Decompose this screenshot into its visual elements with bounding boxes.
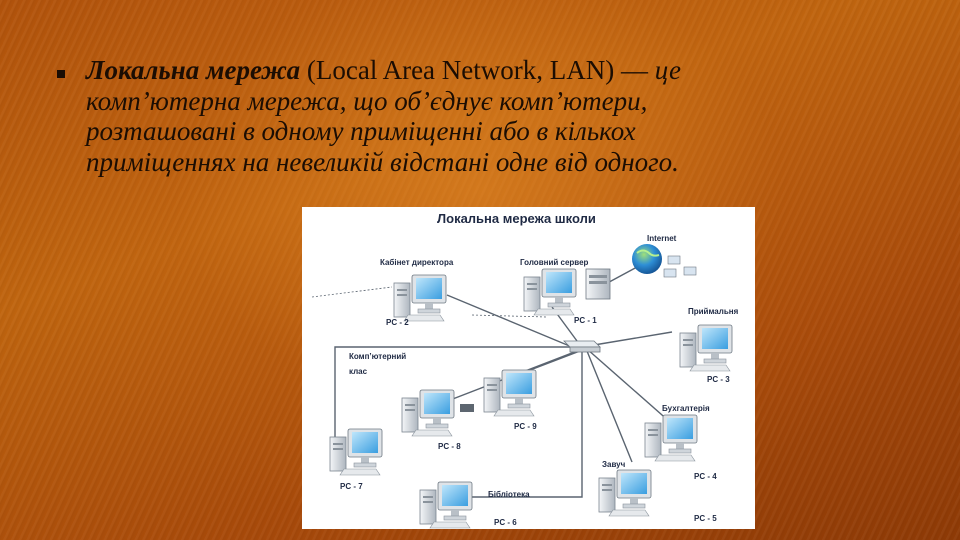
bullet-marker bbox=[57, 70, 65, 78]
pc4-label: PC - 4 bbox=[694, 472, 717, 481]
term: Локальна мережа bbox=[86, 55, 301, 85]
computer-class: Комп’ютерний клас PC - 9 PC - 8 PC - 7 bbox=[329, 352, 537, 491]
pc1-label: PC - 1 bbox=[574, 316, 597, 325]
internet-cloud: Internet bbox=[632, 234, 697, 278]
pc7-label: PC - 7 bbox=[340, 482, 363, 491]
classroom-label-line: Комп’ютерний bbox=[349, 352, 406, 361]
definition-paragraph: Локальна мережа (Local Area Network, LAN… bbox=[86, 55, 776, 177]
network-switch bbox=[563, 340, 601, 353]
definition: це комп’ютерна мережа, що об’єднує комп’… bbox=[86, 55, 681, 177]
director-office: Кабінет директора PC - 2 bbox=[380, 258, 454, 327]
pc6-label: PC - 6 bbox=[494, 518, 517, 527]
classroom-label: Комп’ютерний клас bbox=[349, 352, 408, 376]
main-server: Головний сервер PC - 1 bbox=[520, 258, 611, 325]
director-label: Кабінет директора bbox=[380, 258, 454, 267]
accounting: Бухгалтерія PC - 4 bbox=[644, 404, 717, 481]
internet-label: Internet bbox=[647, 234, 677, 243]
pc2-label: PC - 2 bbox=[386, 318, 409, 327]
network-diagram: Локальна мережа школи bbox=[302, 207, 755, 529]
pc3-label: PC - 3 bbox=[707, 375, 730, 384]
pc8-label: PC - 8 bbox=[438, 442, 461, 451]
diagram-title: Локальна мережа школи bbox=[437, 211, 596, 226]
accounting-label: Бухгалтерія bbox=[662, 404, 710, 413]
pc9-label: PC - 9 bbox=[514, 422, 537, 431]
server-label: Головний сервер bbox=[520, 258, 589, 267]
reception-label: Приймальня bbox=[688, 307, 739, 316]
head-teacher: Завуч PC - 5 bbox=[598, 460, 717, 523]
library-label: Бібліотека bbox=[488, 490, 530, 499]
pc5-label: PC - 5 bbox=[694, 514, 717, 523]
head-teacher-label: Завуч bbox=[602, 460, 626, 469]
term-english: (Local Area Network, LAN) — bbox=[300, 55, 649, 85]
classroom-label-line: клас bbox=[349, 367, 368, 376]
reception: Приймальня PC - 3 bbox=[679, 307, 739, 384]
library: Бібліотека PC - 6 bbox=[419, 481, 530, 529]
